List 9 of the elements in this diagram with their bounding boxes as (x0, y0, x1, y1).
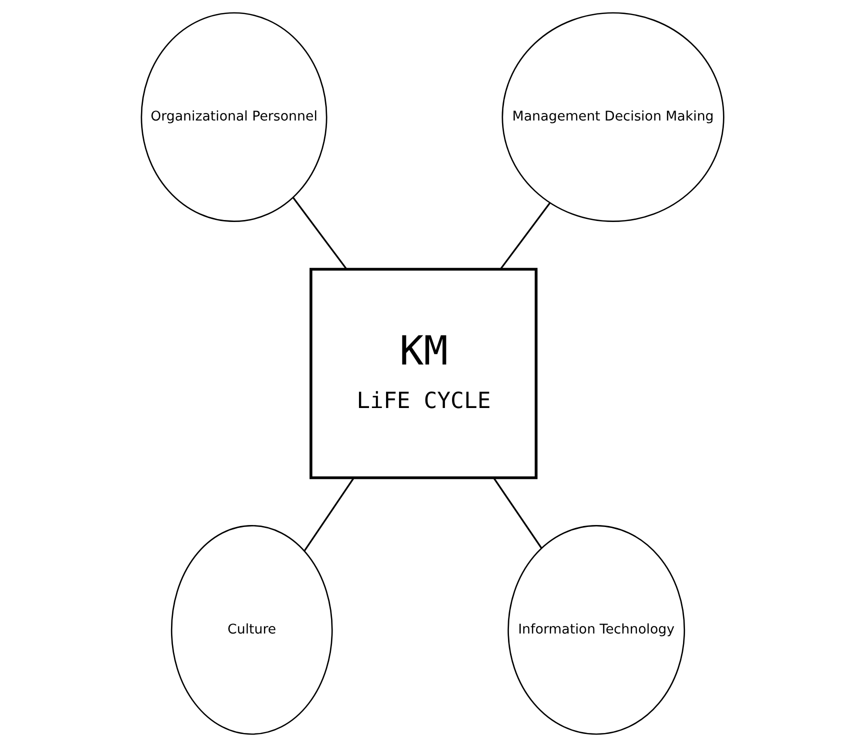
connector (292, 197, 347, 270)
connector (499, 202, 550, 270)
node-ellipse: Information Technology (507, 525, 685, 735)
connector (492, 478, 542, 549)
node-circle: Management Decision Making (501, 12, 724, 222)
node-ellipse: Organizational Personnel (140, 12, 327, 222)
node-box: KM LiFE CYCLE (309, 268, 538, 480)
connector (303, 478, 354, 552)
node-ellipse: Culture (170, 525, 332, 735)
